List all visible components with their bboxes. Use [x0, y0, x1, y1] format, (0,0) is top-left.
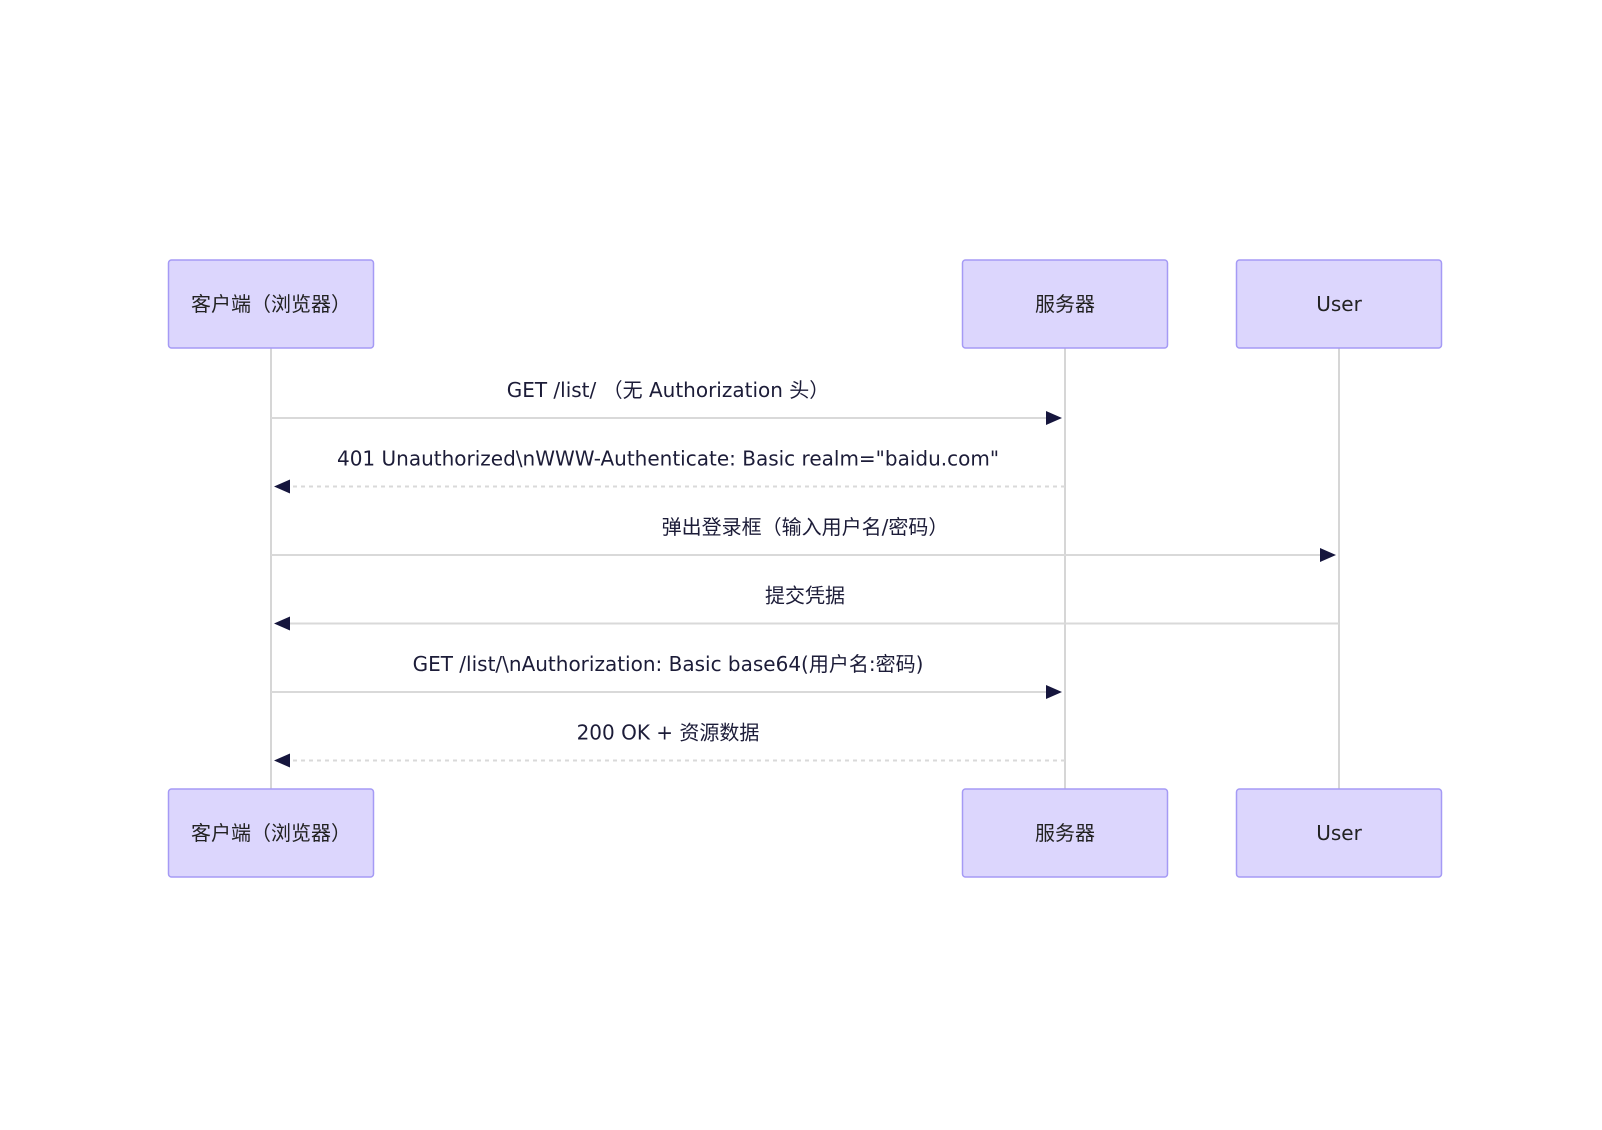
actor-client-bottom: 客户端（浏览器）: [167, 788, 375, 878]
arrowhead: [1046, 685, 1062, 699]
message-label: 弹出登录框（输入用户名/密码）: [662, 515, 949, 539]
arrowhead: [1046, 411, 1062, 425]
actor-box: [167, 788, 375, 878]
message-label: 401 Unauthorized\nWWW-Authenticate: Basi…: [337, 447, 999, 471]
actor-box: [1235, 788, 1443, 878]
message-5: GET /list/\nAuthorization: Basic base64(…: [271, 652, 1062, 699]
message-label: 提交凭据: [765, 584, 845, 608]
message-1: GET /list/ （无 Authorization 头）: [271, 378, 1062, 425]
actor-label: 客户端（浏览器）: [191, 821, 351, 845]
actor-server-top: 服务器: [961, 259, 1169, 349]
arrowhead: [274, 479, 290, 494]
arrowhead: [1320, 548, 1336, 562]
message-3: 弹出登录框（输入用户名/密码）: [271, 515, 1336, 562]
message-6: 200 OK + 资源数据: [274, 721, 1065, 768]
actor-label: User: [1316, 821, 1362, 845]
actor-server-bottom: 服务器: [961, 788, 1169, 878]
message-label: GET /list/ （无 Authorization 头）: [507, 378, 830, 402]
actor-user-top: User: [1235, 259, 1443, 349]
actor-box: [1235, 259, 1443, 349]
actor-client-top: 客户端（浏览器）: [167, 259, 375, 349]
actor-label: User: [1316, 292, 1362, 316]
message-2: 401 Unauthorized\nWWW-Authenticate: Basi…: [274, 447, 1065, 494]
message-label: GET /list/\nAuthorization: Basic base64(…: [413, 652, 924, 676]
arrowhead: [274, 616, 290, 631]
arrowhead: [274, 753, 290, 768]
actor-box: [961, 788, 1169, 878]
message-4: 提交凭据: [274, 584, 1339, 631]
actor-label: 客户端（浏览器）: [191, 292, 351, 316]
actor-user-bottom: User: [1235, 788, 1443, 878]
actor-label: 服务器: [1035, 821, 1095, 845]
actor-box: [167, 259, 375, 349]
actor-box: [961, 259, 1169, 349]
message-label: 200 OK + 资源数据: [577, 721, 760, 745]
actor-label: 服务器: [1035, 292, 1095, 316]
